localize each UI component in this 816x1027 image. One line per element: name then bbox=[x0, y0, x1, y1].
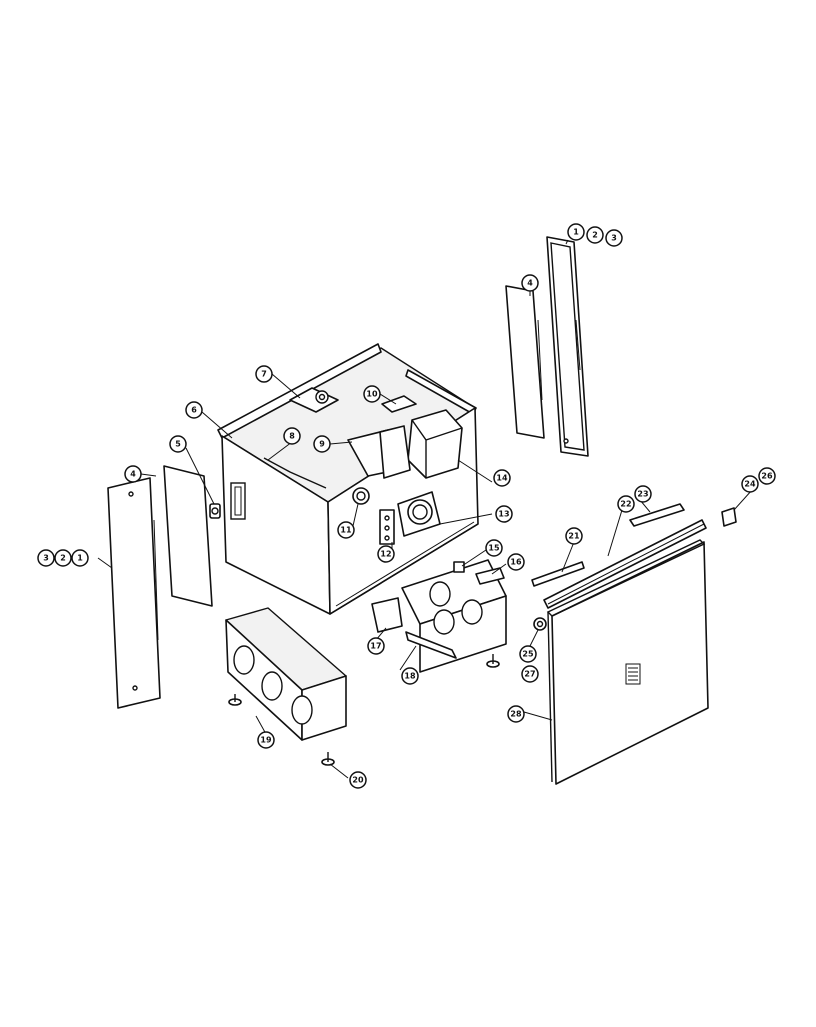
svg-text:17: 17 bbox=[370, 642, 381, 651]
latch-24 bbox=[721, 507, 737, 527]
callout-7: 7 bbox=[255, 365, 273, 383]
clip-5 bbox=[209, 503, 221, 519]
callout-10: 10 bbox=[363, 385, 381, 403]
leader-lines bbox=[97, 239, 753, 779]
svg-text:18: 18 bbox=[404, 672, 416, 681]
svg-text:5: 5 bbox=[175, 440, 181, 449]
callout-16: 16 bbox=[507, 553, 525, 571]
svg-text:1: 1 bbox=[77, 554, 83, 563]
svg-text:7: 7 bbox=[261, 370, 267, 379]
callout-1-left: 1 bbox=[71, 549, 89, 567]
svg-text:11: 11 bbox=[340, 526, 352, 535]
svg-text:12: 12 bbox=[380, 550, 391, 559]
svg-text:4: 4 bbox=[130, 470, 136, 479]
callout-21: 21 bbox=[565, 527, 583, 545]
svg-text:9: 9 bbox=[319, 440, 325, 449]
callout-12: 12 bbox=[377, 545, 395, 563]
svg-text:13: 13 bbox=[498, 510, 509, 519]
rail-23 bbox=[629, 503, 685, 527]
bracket-17 bbox=[371, 597, 403, 633]
callout-25: 25 bbox=[519, 645, 537, 663]
svg-text:21: 21 bbox=[568, 532, 580, 541]
svg-text:6: 6 bbox=[191, 406, 197, 415]
callout-28: 28 bbox=[507, 705, 525, 723]
svg-text:27: 27 bbox=[524, 670, 535, 679]
plate-10 bbox=[381, 395, 417, 413]
svg-text:20: 20 bbox=[352, 776, 364, 785]
callout-4-right: 4 bbox=[521, 274, 539, 292]
top-bracket-7 bbox=[289, 387, 339, 413]
svg-text:4: 4 bbox=[527, 279, 533, 288]
callout-1-right: 1 bbox=[567, 223, 585, 241]
knob-25 bbox=[533, 617, 547, 631]
callout-19: 19 bbox=[257, 731, 275, 749]
callout-6: 6 bbox=[185, 401, 203, 419]
plate-12 bbox=[379, 509, 395, 545]
svg-text:23: 23 bbox=[637, 490, 648, 499]
callout-11: 11 bbox=[337, 521, 355, 539]
svg-text:28: 28 bbox=[510, 710, 522, 719]
rail-22 bbox=[543, 519, 707, 609]
right-side-liner-4 bbox=[505, 285, 545, 439]
callout-27: 27 bbox=[521, 665, 539, 683]
callout-24: 24 bbox=[741, 475, 759, 493]
leveling-feet bbox=[228, 654, 500, 766]
rail-21 bbox=[531, 561, 585, 587]
svg-text:24: 24 bbox=[744, 480, 756, 489]
svg-text:25: 25 bbox=[522, 650, 534, 659]
right-side-panel bbox=[546, 236, 589, 457]
callout-5: 5 bbox=[169, 435, 187, 453]
svg-text:26: 26 bbox=[761, 472, 773, 481]
svg-text:14: 14 bbox=[496, 474, 508, 483]
callout-14: 14 bbox=[493, 469, 511, 487]
svg-text:3: 3 bbox=[611, 234, 617, 243]
door-28 bbox=[546, 539, 709, 785]
left-liner-4 bbox=[163, 465, 213, 607]
callout-22: 22 bbox=[617, 495, 635, 513]
svg-text:22: 22 bbox=[620, 500, 631, 509]
callout-8: 8 bbox=[283, 427, 301, 445]
front-base-19 bbox=[225, 607, 347, 741]
svg-text:2: 2 bbox=[60, 554, 66, 563]
callout-20: 20 bbox=[349, 771, 367, 789]
callout-13: 13 bbox=[495, 505, 513, 523]
callout-9: 9 bbox=[313, 435, 331, 453]
callout-4-left: 4 bbox=[124, 465, 142, 483]
callout-17: 17 bbox=[367, 637, 385, 655]
clip-15 bbox=[453, 561, 465, 573]
callout-23: 23 bbox=[634, 485, 652, 503]
callout-2-left: 2 bbox=[54, 549, 72, 567]
callout-2-right: 2 bbox=[586, 226, 604, 244]
callout-18: 18 bbox=[401, 667, 419, 685]
callout-3-left: 3 bbox=[37, 549, 55, 567]
svg-text:10: 10 bbox=[366, 390, 378, 399]
knob-11 bbox=[352, 487, 370, 505]
left-side-panel bbox=[107, 477, 161, 709]
svg-text:19: 19 bbox=[260, 736, 272, 745]
duct-14 bbox=[379, 409, 463, 479]
callout-26: 26 bbox=[758, 467, 776, 485]
svg-text:8: 8 bbox=[289, 432, 295, 441]
main-cabinet bbox=[217, 343, 479, 615]
svg-text:1: 1 bbox=[573, 228, 579, 237]
angle-18 bbox=[405, 631, 457, 659]
svg-text:15: 15 bbox=[488, 544, 500, 553]
svg-text:16: 16 bbox=[510, 558, 522, 567]
svg-text:3: 3 bbox=[43, 554, 49, 563]
callout-15: 15 bbox=[485, 539, 503, 557]
svg-text:2: 2 bbox=[592, 231, 598, 240]
callout-3-right: 3 bbox=[605, 229, 623, 247]
